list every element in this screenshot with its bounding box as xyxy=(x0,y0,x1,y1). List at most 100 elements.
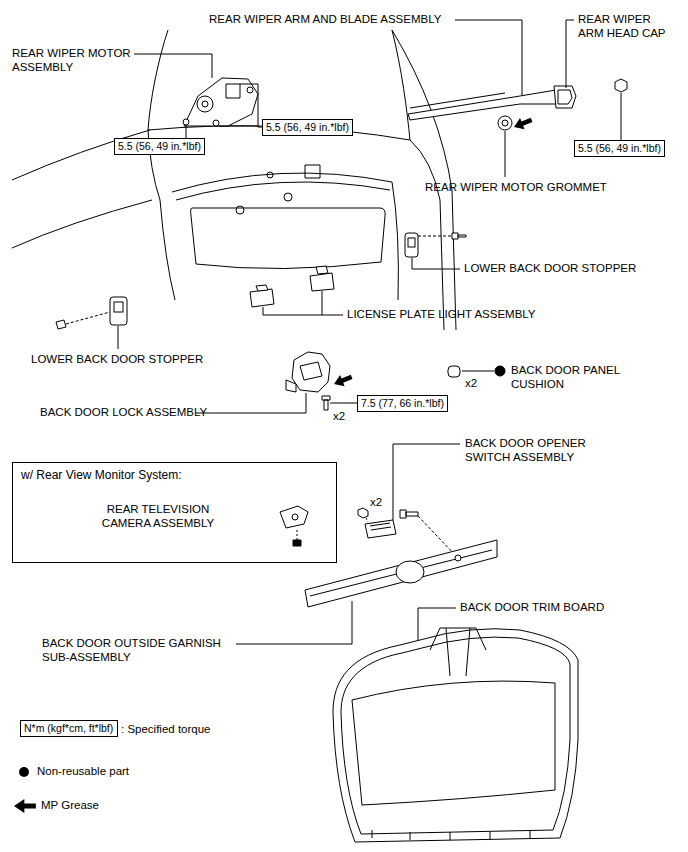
torque-box: 5.5 (56, 49 in.*lbf) xyxy=(574,140,665,157)
grease-arrow xyxy=(332,371,354,389)
body-line xyxy=(392,182,398,300)
bolt xyxy=(213,120,219,126)
grommet xyxy=(498,116,512,130)
arm-head-cap xyxy=(558,90,572,104)
part-name: LICENSE PLATE LIGHT ASSEMBLY xyxy=(347,308,536,322)
part-name: BACK DOOR LOCK ASSEMBLY xyxy=(40,406,207,420)
motor-body xyxy=(184,78,258,126)
stopper xyxy=(405,233,418,257)
dashed-line xyxy=(418,516,456,556)
license-plate-lights xyxy=(250,266,334,307)
legend-samples xyxy=(14,767,36,813)
part-name: REAR WIPER ARM HEAD CAP xyxy=(578,13,676,41)
legend-text: : Specified torque xyxy=(121,723,211,737)
leader-line xyxy=(186,125,187,138)
leader-line xyxy=(263,291,343,315)
rear-wiper-arm xyxy=(408,86,576,120)
variant-heading: w/ Rear View Monitor System: xyxy=(21,468,182,482)
stopper-detail xyxy=(114,302,123,312)
torque-value: N*m (kgf*cm, ft*lbf) xyxy=(24,722,113,735)
bolt xyxy=(56,320,66,329)
license-recess xyxy=(191,208,385,269)
torque-box: 7.5 (77, 66 in.*lbf) xyxy=(357,395,448,412)
variant-box: w/ Rear View Monitor System: REAR TELEVIS… xyxy=(12,462,337,563)
leader-line xyxy=(418,608,456,640)
stopper xyxy=(110,297,127,325)
dashed-line xyxy=(66,312,110,324)
camera-lens xyxy=(292,514,298,520)
body-line xyxy=(176,182,390,200)
trim-board-window xyxy=(352,681,555,805)
leader-line xyxy=(330,403,357,404)
dashed-line xyxy=(418,236,452,237)
leader-line xyxy=(566,20,574,88)
trim-board xyxy=(333,628,578,842)
torque-box: 5.5 (56, 49 in.*lbf) xyxy=(114,138,205,155)
quantity: x2 xyxy=(370,496,382,510)
bolt xyxy=(247,87,253,93)
legend-text: MP Grease xyxy=(41,799,99,813)
lamp xyxy=(250,289,274,307)
garnish-edge xyxy=(310,550,492,596)
lock-lever xyxy=(286,380,296,392)
trim-board-outline xyxy=(333,629,578,842)
part-name: BACK DOOR PANEL CUSHION xyxy=(511,364,631,392)
trim-board-bracket xyxy=(430,628,486,676)
torque-value: 5.5 (56, 49 in.*lbf) xyxy=(578,142,661,155)
leader-line xyxy=(134,54,212,78)
stopper-detail xyxy=(408,238,415,247)
lock-detail xyxy=(300,362,322,380)
body-emblem xyxy=(305,165,320,178)
torque-value: 5.5 (56, 49 in.*lbf) xyxy=(118,140,201,153)
leader-line xyxy=(455,20,522,95)
switch-hole xyxy=(455,555,461,561)
leader-line xyxy=(621,93,622,140)
body-hole xyxy=(267,172,273,178)
lamp-connector xyxy=(256,285,268,291)
opener-switch xyxy=(358,508,456,556)
part-name: BACK DOOR OUTSIDE GARNISH SUB-ASSEMBLY xyxy=(42,637,232,665)
bolt xyxy=(183,119,189,125)
body-line xyxy=(12,200,152,248)
motor-shaft xyxy=(197,96,213,112)
quantity: x2 xyxy=(465,377,477,391)
part-name: REAR TELEVISION CAMERA ASSEMBLY xyxy=(97,503,219,531)
leader-line xyxy=(118,326,119,349)
outside-garnish xyxy=(305,540,497,607)
torque-value: 7.5 (77, 66 in.*lbf) xyxy=(361,397,444,410)
lamp-connector xyxy=(316,266,328,274)
leader-line xyxy=(219,84,262,127)
quantity: x2 xyxy=(333,410,345,424)
legend-torque-box: N*m (kgf*cm, ft*lbf) xyxy=(20,720,118,737)
grease-arrow xyxy=(14,799,36,813)
torque-value: 5.5 (56, 49 in.*lbf) xyxy=(266,121,349,134)
wiper-blade xyxy=(410,93,505,108)
leader-lines xyxy=(118,20,621,644)
part-name: BACK DOOR OPENER SWITCH ASSEMBLY xyxy=(465,437,600,465)
wiper-arm xyxy=(408,90,566,120)
leader-line xyxy=(236,601,352,644)
vehicle-body xyxy=(12,30,456,330)
trim-board-edge xyxy=(341,637,570,834)
part-name: LOWER BACK DOOR STOPPER xyxy=(31,353,203,367)
lock-body xyxy=(292,352,330,392)
camera xyxy=(280,506,308,528)
leader-line xyxy=(393,444,460,520)
part-name: REAR WIPER ARM AND BLADE ASSEMBLY xyxy=(209,13,441,27)
leader-line xyxy=(505,131,506,177)
lamp xyxy=(310,273,334,291)
arm-head xyxy=(554,86,576,108)
nut xyxy=(358,508,368,518)
cushion xyxy=(448,366,460,377)
legend-text: Non-reusable part xyxy=(37,765,129,779)
leader-line xyxy=(196,393,306,413)
grommet xyxy=(502,120,508,126)
panel-cushion xyxy=(448,366,505,377)
screw xyxy=(293,540,301,546)
dashed-line xyxy=(366,518,368,522)
rear-wiper-motor xyxy=(183,78,258,126)
non-reusable-dot xyxy=(495,366,505,376)
motor-shaft xyxy=(202,101,208,107)
part-name: LOWER BACK DOOR STOPPER xyxy=(464,262,636,276)
